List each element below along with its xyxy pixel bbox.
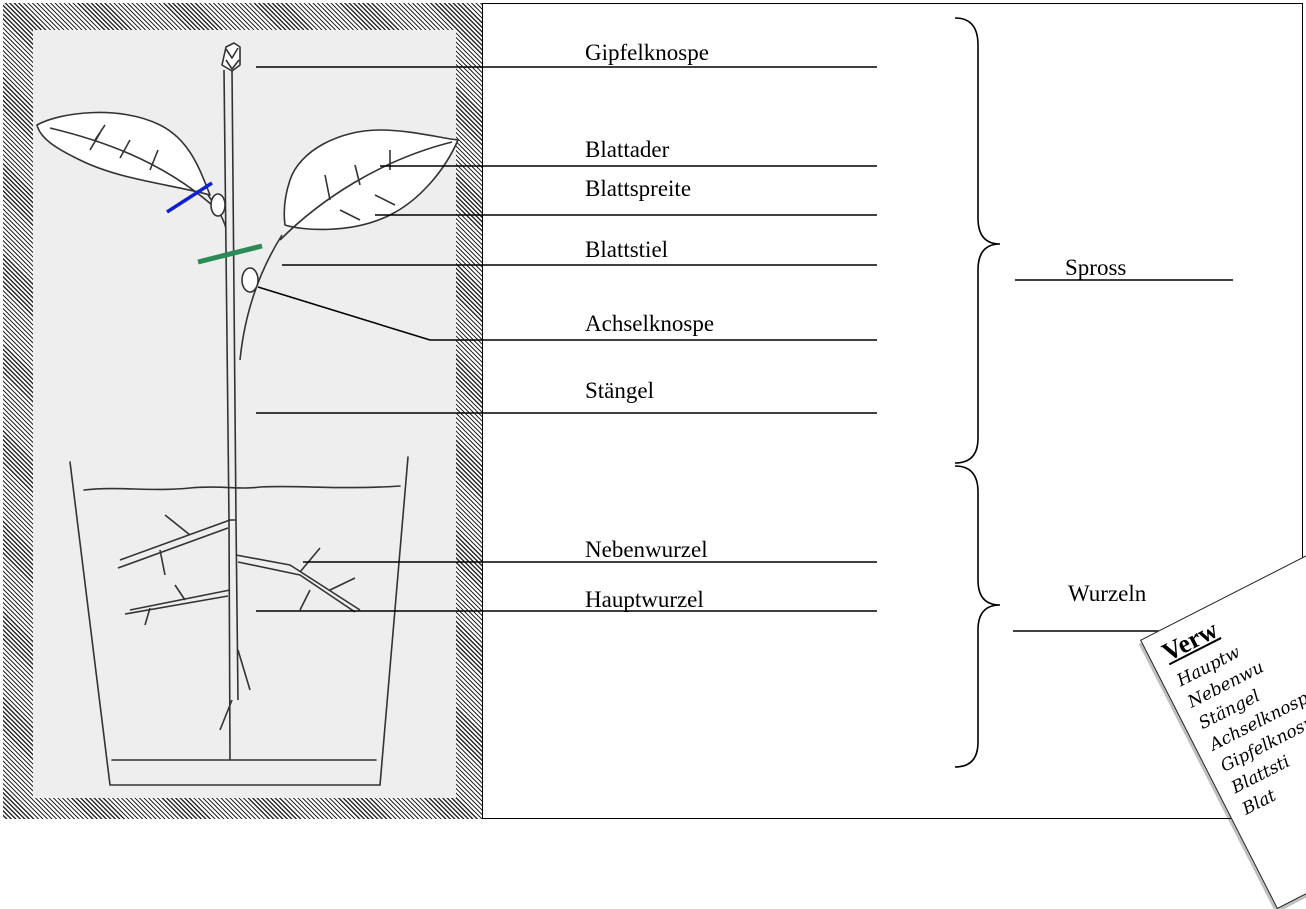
right-leaf-midrib [279,141,453,241]
braces [954,17,1001,768]
line-achselknospe-angled [257,286,431,341]
label-hauptwurzel: Hauptwurzel [585,587,704,612]
plant-diagram [36,17,1233,786]
label-wurzeln: Wurzeln [1068,581,1147,606]
soil-line [83,485,401,491]
label-blattader: Blattader [585,137,670,162]
root-tips [219,649,251,731]
brace-wurzeln [954,465,1001,768]
cut-marks [166,181,263,265]
worksheet: Gipfelknospe Blattader Blattspreite Blat… [3,3,1306,909]
label-staengel: Stängel [585,378,654,403]
brace-spross [954,17,1001,464]
label-blattspreite: Blattspreite [585,176,692,201]
achselknospe-bud [241,267,259,293]
right-leaf-side-veins [324,150,396,221]
label-nebenwurzel: Nebenwurzel [585,537,708,562]
bud-scales [225,47,240,70]
left-leaf-blade [36,111,211,196]
label-blattstiel: Blattstiel [585,237,669,262]
right-roots [235,547,361,613]
left-root-upper [117,514,231,576]
left-leaf-vein [49,127,213,206]
right-leaf-petiole [239,234,283,361]
cut-mark-blue [166,181,213,214]
pot-outline [69,456,409,786]
right-leaf-blade [283,129,459,231]
cut-mark-green [197,243,263,265]
plant [36,42,459,761]
left-axillary-bud [210,193,226,217]
stem [223,69,237,521]
main-root [228,519,239,761]
label-spross: Spross [1065,255,1127,280]
leader-lines [256,66,1233,632]
left-root-lower [124,584,231,626]
left-leaf-side-veins [89,124,159,171]
label-achselknospe: Achselknospe [585,311,715,336]
label-gipfelknospe: Gipfelknospe [585,40,709,65]
pot [69,456,409,786]
